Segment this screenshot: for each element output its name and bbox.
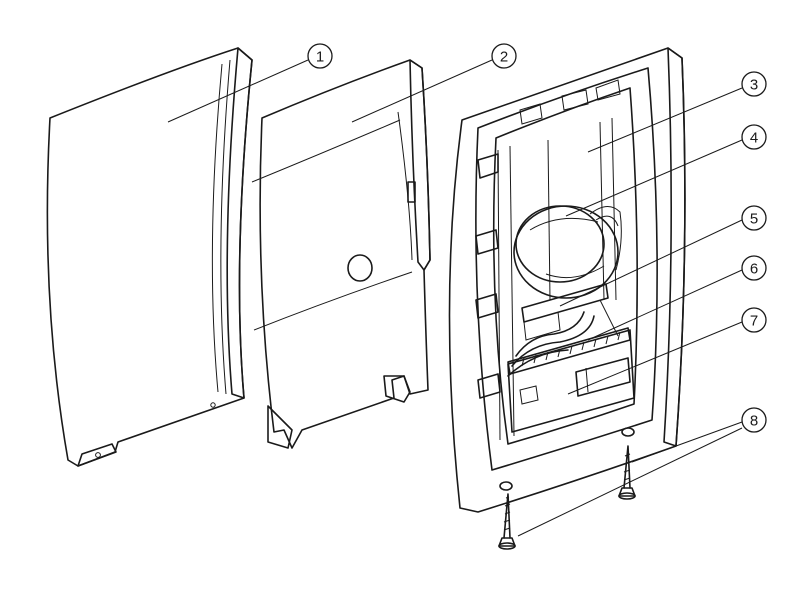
callout-1-label: 1 xyxy=(316,49,324,66)
callout-2: 2 xyxy=(491,43,517,69)
leader-lines xyxy=(167,59,743,537)
callout-5: 5 xyxy=(741,205,767,231)
speaker-bracket xyxy=(521,283,609,341)
callout-6-label: 6 xyxy=(750,261,758,278)
callout-1: 1 xyxy=(307,43,333,69)
callout-3: 3 xyxy=(741,71,767,97)
inner-shield xyxy=(251,59,431,449)
leader-2 xyxy=(351,59,493,123)
callout-5-label: 5 xyxy=(750,211,758,228)
leader-7 xyxy=(567,321,743,395)
callout-2-label: 2 xyxy=(500,49,508,66)
screw-left xyxy=(498,493,516,550)
leader-8a xyxy=(631,421,743,463)
callout-4-label: 4 xyxy=(750,130,758,147)
callout-4: 4 xyxy=(741,124,767,150)
leader-4 xyxy=(565,139,743,217)
callout-8-label: 8 xyxy=(750,413,758,430)
callout-6: 6 xyxy=(741,255,767,281)
screw-right xyxy=(618,445,636,500)
electronics-module xyxy=(507,327,635,433)
leader-5 xyxy=(559,219,743,307)
leader-8b xyxy=(517,427,743,537)
speaker xyxy=(513,205,622,299)
base-housing xyxy=(448,47,686,513)
callout-3-label: 3 xyxy=(750,77,758,94)
callout-7-label: 7 xyxy=(750,313,758,330)
callout-7: 7 xyxy=(741,307,767,333)
leader-1 xyxy=(167,59,309,123)
callout-8: 8 xyxy=(741,407,767,433)
front-cover xyxy=(46,47,253,467)
leader-6 xyxy=(587,269,743,341)
leader-3 xyxy=(587,87,743,153)
